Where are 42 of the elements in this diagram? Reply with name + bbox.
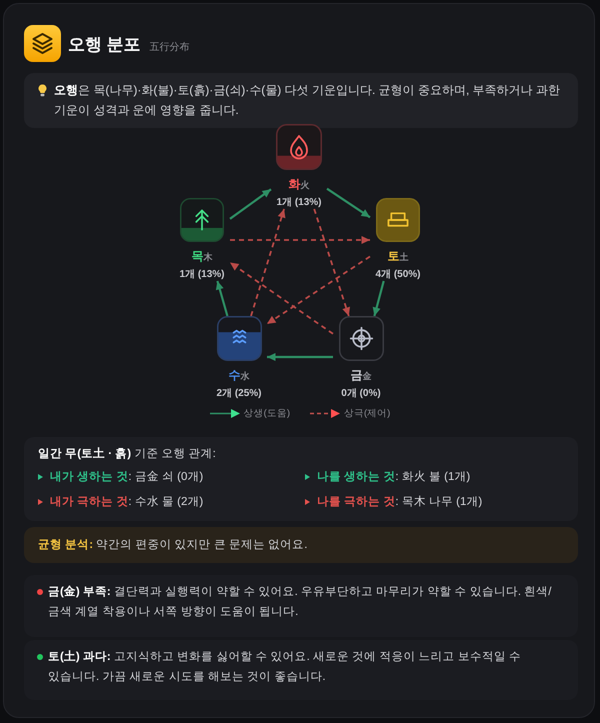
arrow [216, 280, 228, 316]
element-name: 목 [192, 248, 204, 265]
legend-label: 상극(제어) [344, 407, 390, 420]
hanja-label: 木 [204, 251, 212, 264]
count-label: 4개 (50%) [375, 268, 420, 281]
count-label: 1개 (13%) [276, 196, 322, 209]
relations-heading: 일간 무(토土 · 흙) 기준 오행 관계: [38, 446, 217, 462]
title: 오행 분포 [68, 34, 141, 56]
dashed-arrow [313, 208, 350, 316]
legend-label: 상생(도움) [244, 407, 290, 420]
relation-text: 나를 생하는 것: 화火 불 (1개) [317, 470, 470, 485]
count-label: 2개 (25%) [216, 387, 262, 400]
hanja-label: 火 [300, 180, 310, 192]
advice-text: 토(土) 과다: 고지식하고 변화를 싫어할 수 있어요. 새로운 것에 적응이 느리고 보수적일 수 있습니다. 가끔 새로운 시도를 해보는 것이 좋습니다. [48, 649, 522, 685]
analysis-text: 균형 분석: 약간의 편중이 있지만 큰 문제는 없어요. [38, 538, 308, 553]
advice-card [24, 575, 578, 637]
dashed-arrow [229, 262, 334, 335]
relation-text: 내가 생하는 것: 금金 쇠 (0개) [50, 470, 204, 485]
arrow [267, 353, 333, 361]
relation-text: 내가 극하는 것: 수水 물 (2개) [50, 494, 204, 510]
relations-panel [24, 437, 578, 521]
advice-card [24, 640, 578, 700]
element-name: 화 [288, 176, 300, 193]
element-name: 토 [388, 248, 400, 265]
dashed-arrow [266, 256, 370, 325]
element-name: 금 [350, 367, 362, 384]
count-label: 0개 (0%) [341, 387, 381, 400]
hanja-label: 金 [362, 370, 372, 383]
info-box [24, 73, 578, 128]
arrow [372, 280, 385, 316]
count-label: 1개 (13%) [179, 268, 224, 281]
relation-text: 나를 극하는 것: 목木 나무 (1개) [317, 494, 482, 510]
subtitle: 五行分布 [150, 41, 190, 54]
dashed-arrow [230, 236, 370, 244]
advice-text: 금(金) 부족: 결단력과 실행력이 약할 수 있어요. 우유부단하고 마무리가 약할 수 있습니다. 흰색/금색 계열 착용이나 서쪽 방향이 도움이 됩니다. [48, 584, 552, 620]
hanja-label: 土 [400, 251, 408, 264]
hanja-label: 水 [240, 370, 250, 383]
dashed-arrow [250, 208, 286, 316]
arrow [229, 188, 272, 220]
info-text: 오행은 목(나무)·화(불)·토(흙)·금(쇠)·수(물) 다섯 기운입니다. 균형이 중요하며, 부족하거나 과한 기운이 성격과 운에 영향을 줍니다. [54, 82, 561, 119]
arrow [326, 188, 371, 218]
element-name: 수 [228, 367, 240, 384]
